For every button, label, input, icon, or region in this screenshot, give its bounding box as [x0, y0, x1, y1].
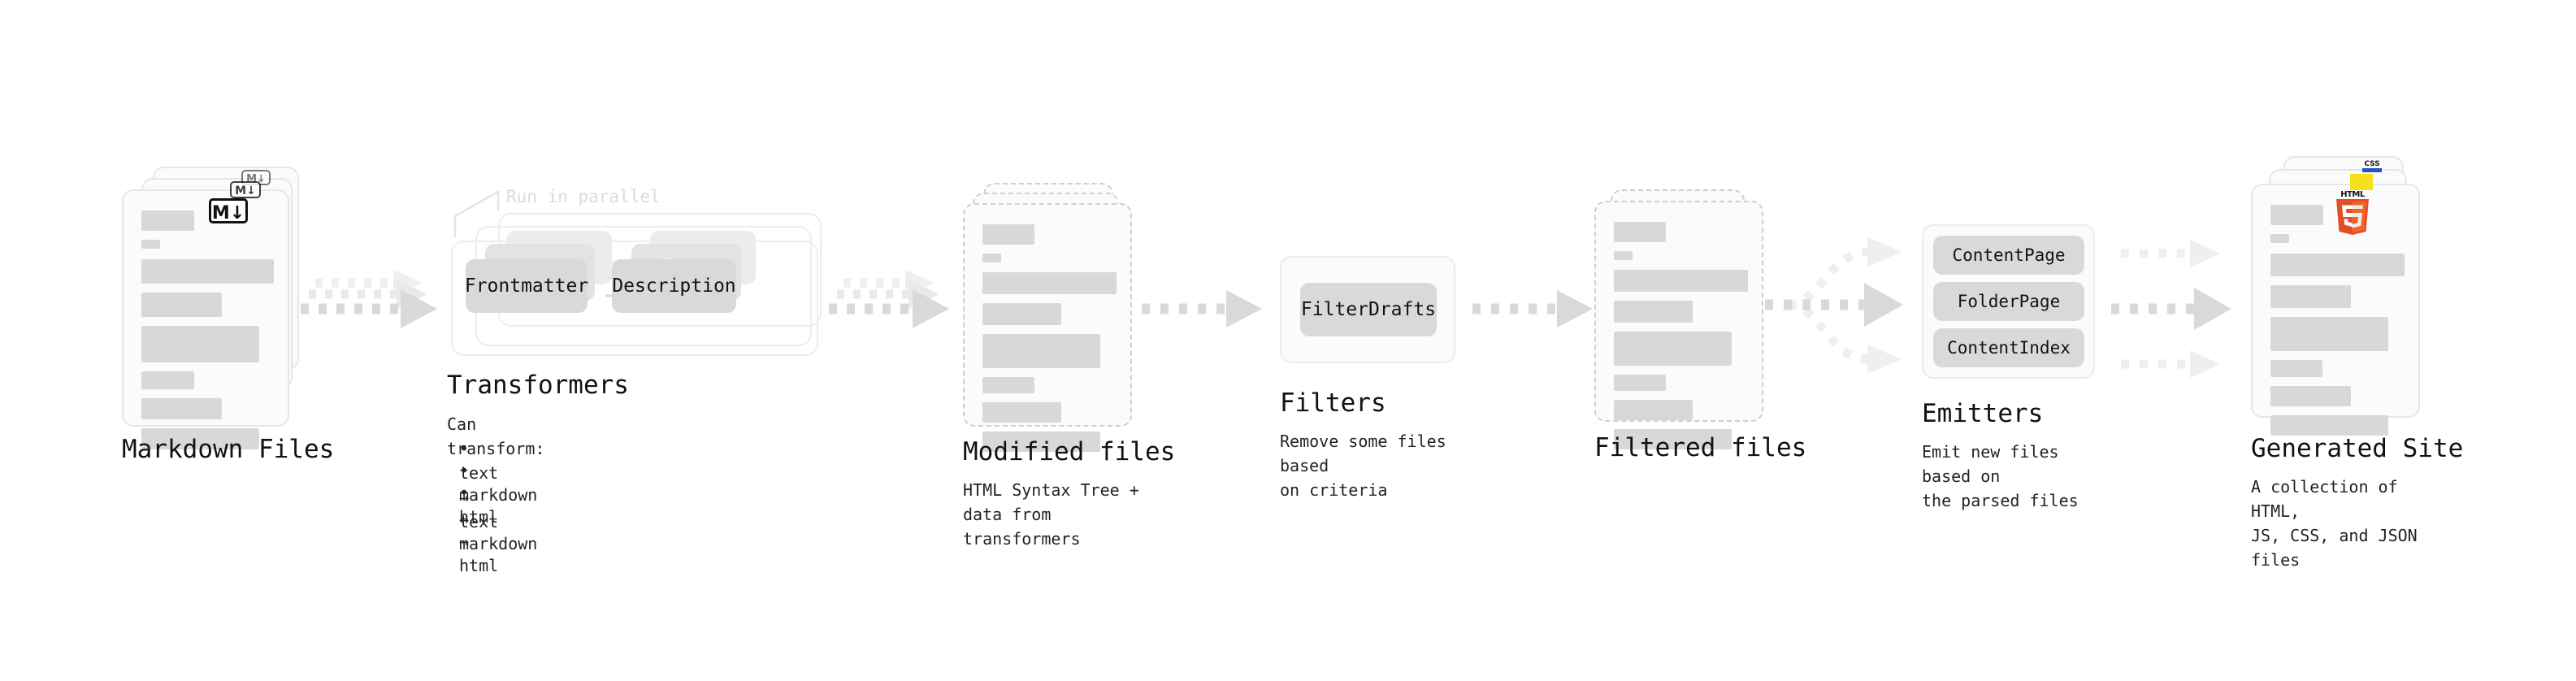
emitter-node-contentpage[interactable]: ContentPage	[1933, 236, 2084, 275]
stage-filtered-files: Filtered files	[1594, 189, 1806, 462]
connector-filters-to-filtered	[1472, 290, 1593, 327]
html5-badge: HTML	[2334, 190, 2371, 236]
filtered-files-card-front	[1594, 201, 1763, 449]
markdown-files-title: Markdown Files	[122, 435, 335, 464]
transformers-bullet-0: • text → text	[459, 439, 499, 531]
transformers-title: Transformers	[447, 371, 629, 400]
transformers-bullet-2-label: html → html	[459, 507, 499, 575]
filters-title: Filters	[1280, 388, 1386, 418]
markdown-badge-front: M↓	[209, 198, 248, 223]
generated-site-title: Generated Site	[2251, 434, 2464, 463]
modified-files-description: HTML Syntax Tree + data from transformer…	[963, 480, 1139, 549]
generated-site-card-front	[2251, 184, 2420, 436]
markdown-files-card-stack: M↓ M↓ M↓	[122, 167, 309, 449]
transformer-node-frontmatter-label: Frontmatter	[464, 275, 589, 297]
stage-generated-site: CSS HTML Generated Site A collection of …	[2251, 156, 2463, 570]
filtered-files-card-stack	[1594, 189, 1781, 449]
generated-site-card-stack: CSS HTML	[2251, 156, 2446, 436]
emitter-node-contentindex[interactable]: ContentIndex	[1933, 328, 2084, 367]
html5-badge-label: HTML	[2340, 190, 2365, 199]
generated-site-description: A collection of HTML, JS, CSS, and JSON …	[2251, 477, 2418, 570]
transformers-bullet-1: • markdown → markdown	[459, 461, 538, 553]
modified-files-placeholder-bars	[982, 224, 1117, 461]
css3-badge-bar	[2362, 168, 2382, 172]
modified-files-title: Modified files	[963, 437, 1176, 466]
transformers-bullet-0-label: text → text	[459, 463, 499, 531]
css3-badge-label: CSS	[2364, 160, 2380, 168]
connector-emitters-to-site	[2111, 240, 2231, 378]
markdown-badge-mid: M↓	[230, 181, 261, 198]
emitters-description: Emit new files based on the parsed files	[1922, 442, 2079, 510]
filters-description: Remove some files based on criteria	[1280, 432, 1446, 500]
transformers-bullet-2: • html → html	[459, 483, 499, 575]
stage-markdown-files: M↓ M↓ M↓ Markdown Files	[122, 167, 334, 464]
emitter-node-contentpage-label: ContentPage	[1952, 245, 2066, 265]
connector-markdown-to-transformers	[301, 270, 437, 328]
css3-badge: CSS	[2362, 160, 2382, 173]
markdown-files-card-front	[122, 189, 289, 449]
generated-site-placeholder-bars	[2270, 205, 2405, 445]
filtered-files-placeholder-bars	[1614, 222, 1748, 458]
markdown-files-placeholder-bars	[141, 210, 274, 458]
stage-modified-files: Modified files HTML Syntax Tree + data f…	[963, 183, 1175, 549]
connector-modified-to-filters	[1142, 290, 1262, 327]
transformer-node-description[interactable]: Description	[612, 259, 736, 313]
transformer-node-frontmatter[interactable]: Frontmatter	[464, 259, 589, 313]
modified-files-card-stack	[963, 183, 1150, 452]
stage-filters: FilterDrafts Filters Remove some files b…	[1280, 256, 1455, 500]
emitter-node-folderpage[interactable]: FolderPage	[1933, 282, 2084, 321]
run-in-parallel-leader	[453, 189, 500, 237]
transformers-description: Can transform:	[447, 414, 545, 458]
transformers-bullet-1-label: markdown → markdown	[459, 485, 538, 553]
javascript-badge	[2350, 174, 2373, 190]
connector-filtered-to-emitters	[1765, 237, 1903, 374]
html5-shield-icon	[2336, 199, 2369, 235]
stage-emitters: ContentPage FolderPage ContentIndex Emit…	[1922, 224, 2095, 510]
filter-node-filterdrafts[interactable]: FilterDrafts	[1300, 283, 1437, 336]
filter-node-filterdrafts-label: FilterDrafts	[1300, 299, 1437, 320]
filtered-files-title: Filtered files	[1594, 433, 1807, 462]
emitter-node-contentindex-label: ContentIndex	[1947, 338, 2071, 358]
modified-files-card-front	[963, 203, 1132, 452]
emitters-title: Emitters	[1922, 399, 2044, 428]
transformers-group-front	[451, 241, 818, 356]
connector-transformers-to-modified	[829, 270, 949, 328]
emitter-node-folderpage-label: FolderPage	[1957, 292, 2061, 311]
transformer-node-description-label: Description	[612, 275, 736, 297]
run-in-parallel-label: Run in parallel	[506, 187, 661, 206]
